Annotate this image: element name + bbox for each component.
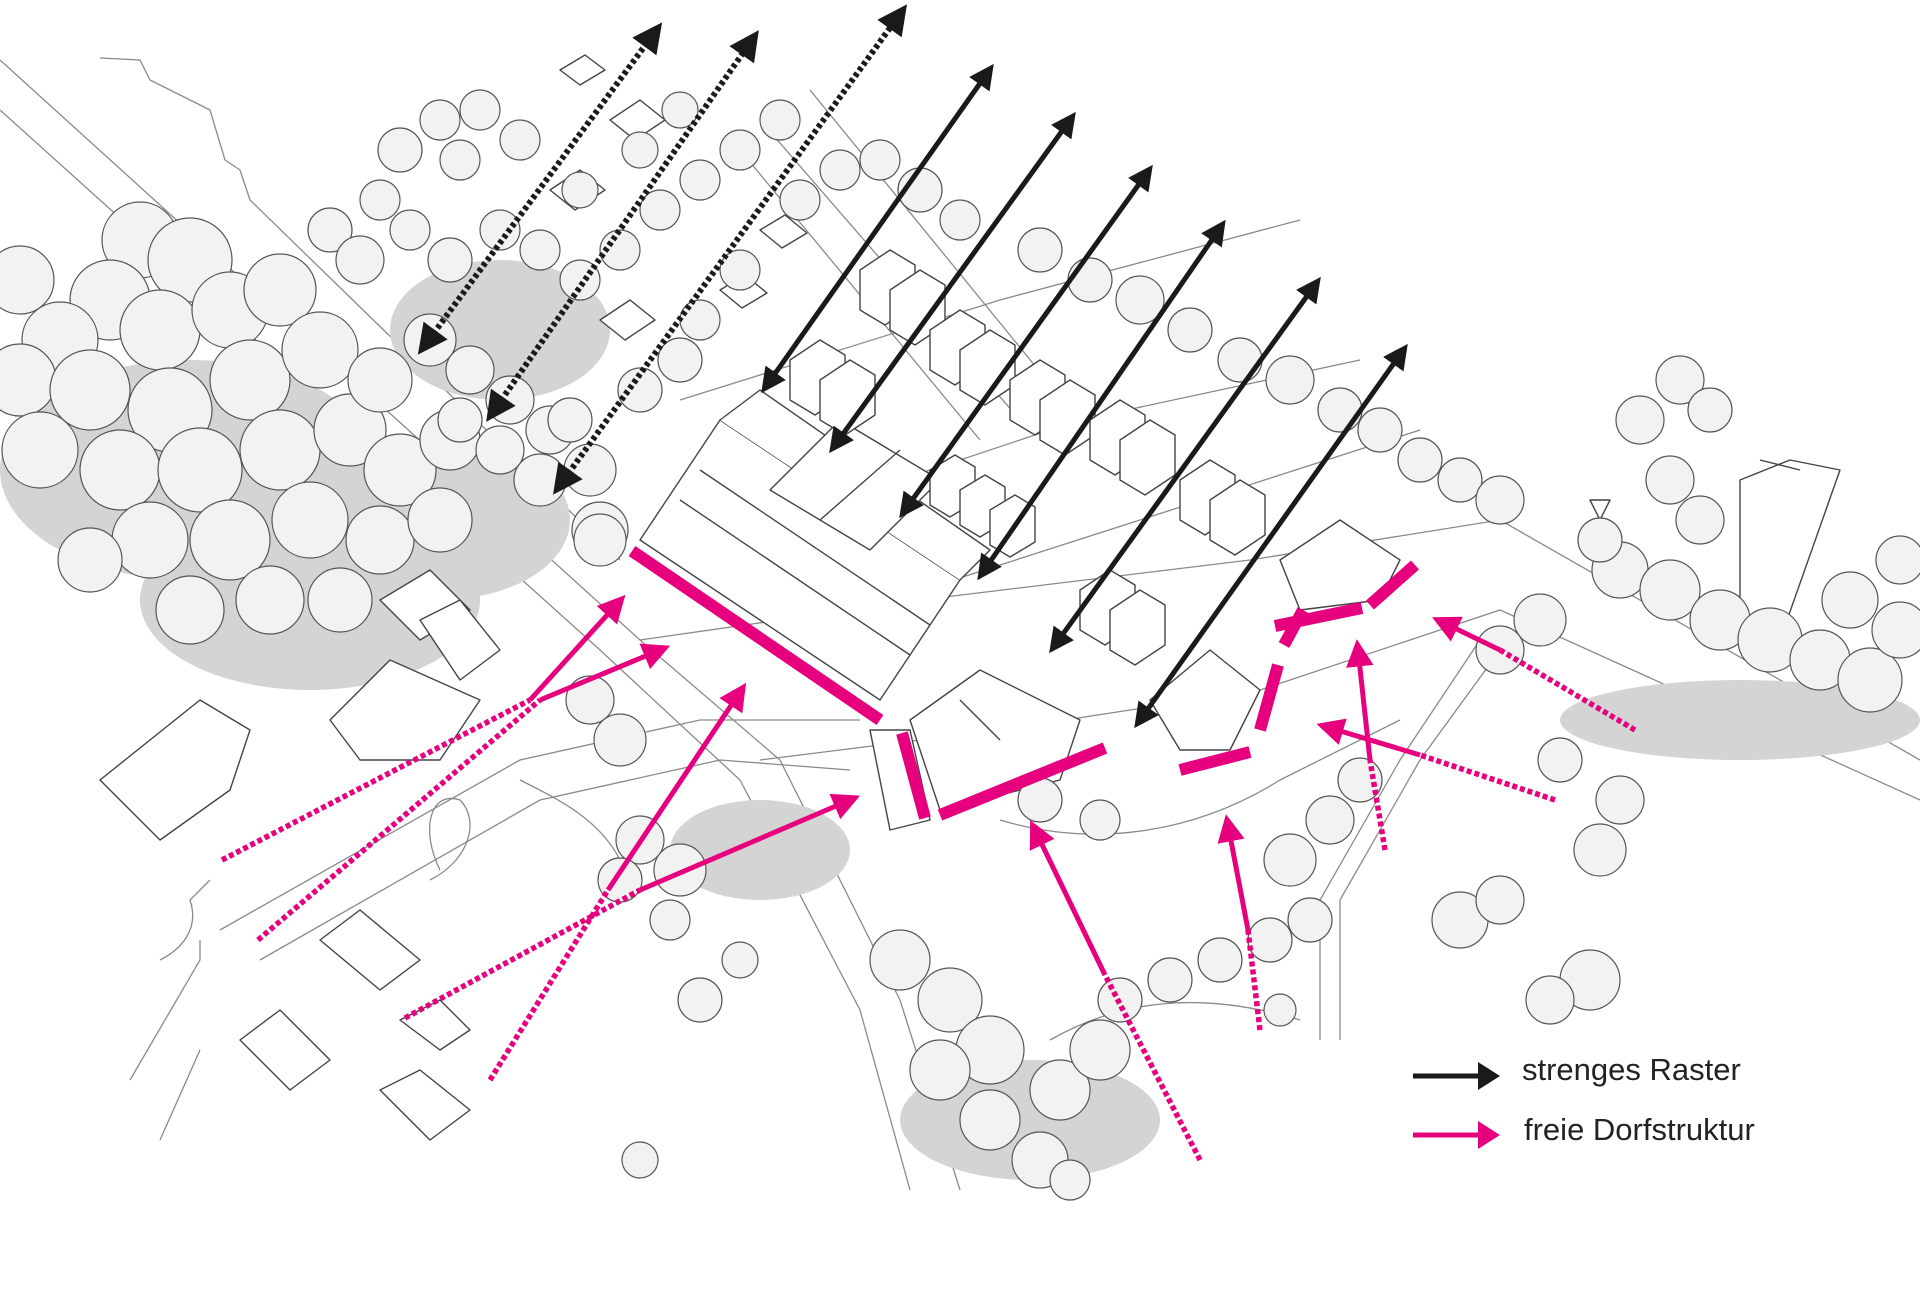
arrow-right-icon-head: [1478, 1062, 1500, 1090]
strict-grid-arrow-6: [1134, 343, 1408, 729]
edge-east-5: [1366, 560, 1419, 610]
free-structure-edges: [628, 546, 1419, 821]
free-structure-arrows: [220, 594, 1637, 1162]
legend: strenges Raster freie Dorfstruktur: [1413, 1052, 1755, 1149]
free-structure-arrow-8: [1316, 718, 1556, 803]
west-building-1: [99, 699, 251, 841]
west-building-2: [329, 659, 481, 761]
edge-central-building: [628, 546, 884, 725]
free-structure-arrow-7: [1346, 639, 1388, 851]
legend-label-strict-grid: strenges Raster: [1522, 1052, 1741, 1087]
edge-east-1: [1178, 746, 1252, 776]
east-building-1: [1149, 649, 1261, 751]
edge-small-building: [896, 731, 931, 820]
free-structure-arrow-1: [220, 594, 626, 863]
free-structure-arrow-3: [487, 682, 747, 1082]
edge-south-building: [937, 742, 1108, 821]
strict-grid-arrows: [417, 4, 1408, 729]
legend-item-free-structure: freie Dorfstruktur: [1413, 1112, 1755, 1149]
free-structure-arrow-6: [1217, 814, 1263, 1031]
free-structure-arrow-9: [1432, 616, 1637, 733]
arrow-right-icon-head: [1478, 1121, 1500, 1149]
free-structure-arrow-2: [256, 643, 671, 943]
free-structure-arrow-5: [1029, 820, 1203, 1162]
free-structure-arrow-4: [403, 793, 861, 1021]
legend-item-strict-grid: strenges Raster: [1413, 1052, 1741, 1090]
edge-east-4: [1273, 602, 1364, 632]
legend-label-free-structure: freie Dorfstruktur: [1524, 1112, 1755, 1147]
edge-east-2: [1254, 663, 1284, 732]
